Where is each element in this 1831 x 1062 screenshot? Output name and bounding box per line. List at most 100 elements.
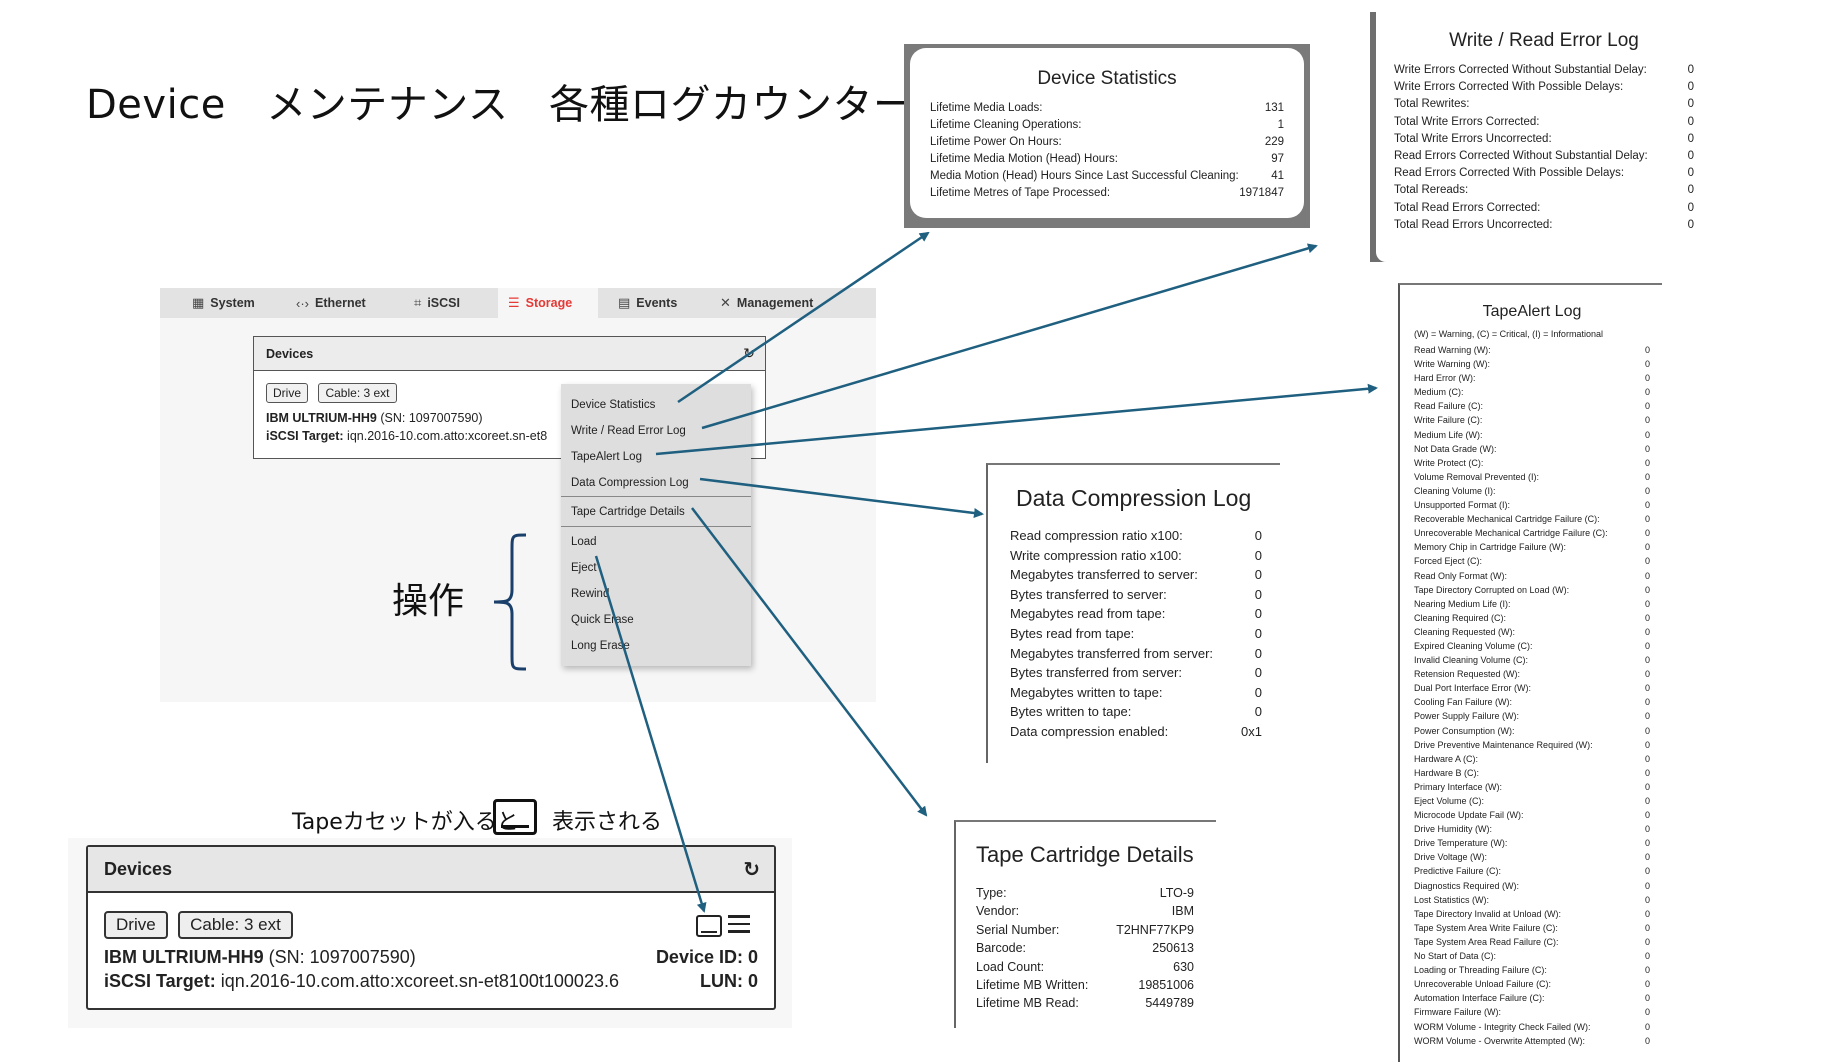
tab-storage[interactable]: ☰ Storage <box>498 288 598 318</box>
tapealert-label: Drive Preventive Maintenance Required (W… <box>1414 739 1593 750</box>
tapealert-row: Forced Eject (C):0 <box>1414 556 1650 570</box>
menu-item-rewind[interactable]: Rewind <box>571 588 610 600</box>
cartridge-label: Lifetime MB Written: <box>976 977 1089 992</box>
stat-row: Lifetime Metres of Tape Processed:197184… <box>930 187 1284 204</box>
cartridge-label: Type: <box>976 886 1007 900</box>
menu-item-long-erase[interactable]: Long Erase <box>571 640 630 652</box>
tab-system-label: System <box>210 296 255 310</box>
data-compression-log-panel: Data Compression Log Read compression ra… <box>986 463 1280 763</box>
error-log-row: Total Read Errors Uncorrected:0 <box>1394 219 1694 236</box>
tapealert-label: Drive Temperature (W): <box>1414 838 1508 849</box>
tapealert-row: Power Supply Failure (W):0 <box>1414 711 1650 725</box>
menu-item-tapealert-log[interactable]: TapeAlert Log <box>571 451 642 463</box>
tapealert-value: 0 <box>1644 471 1650 482</box>
compression-row: Bytes written to tape:0 <box>1010 704 1262 724</box>
stat-value: 41 <box>1271 170 1284 182</box>
devices-card-large-header: Devices ↻ <box>88 847 774 893</box>
compression-value: 0 <box>1254 625 1262 641</box>
tab-iscsi-label: iSCSI <box>427 296 460 310</box>
cable-chip: Cable: 3 ext <box>318 383 397 403</box>
tapealert-row: Medium (C):0 <box>1414 387 1650 401</box>
compression-row: Bytes transferred to server:0 <box>1010 587 1262 607</box>
iscsi-icon: ⌗ <box>414 295 422 310</box>
brace-icon <box>493 533 527 671</box>
tab-ethernet[interactable]: ‹·› Ethernet <box>296 288 366 318</box>
menu-item-eject[interactable]: Eject <box>571 562 597 574</box>
tapealert-label: Read Warning (W): <box>1414 345 1491 355</box>
tapealert-row: Automation Interface Failure (C):0 <box>1414 993 1650 1007</box>
tapealert-row: Recoverable Mechanical Cartridge Failure… <box>1414 514 1650 528</box>
tapealert-value: 0 <box>1644 485 1650 496</box>
write-read-error-log-panel: Write / Read Error Log Write Errors Corr… <box>1370 12 1712 262</box>
cartridge-row: Lifetime MB Read:5449789 <box>976 996 1194 1014</box>
cartridge-row: Barcode:250613 <box>976 941 1194 959</box>
compression-row: Write compression ratio x100:0 <box>1010 548 1262 568</box>
cartridge-label: Vendor: <box>976 904 1020 919</box>
arrow-tape-cartridge-details <box>691 507 928 817</box>
compression-label: Megabytes written to tape: <box>1010 684 1163 700</box>
tapealert-label: Not Data Grade (W): <box>1414 443 1497 454</box>
compression-label: Bytes written to tape: <box>1010 704 1132 720</box>
stat-label: Lifetime Metres of Tape Processed: <box>930 187 1111 199</box>
menu-item-device-statistics[interactable]: Device Statistics <box>571 399 656 411</box>
tab-iscsi[interactable]: ⌗ iSCSI <box>414 288 460 318</box>
compression-row: Megabytes transferred from server:0 <box>1010 646 1262 666</box>
tab-management[interactable]: ✕ Management <box>720 288 813 318</box>
error-log-row: Read Errors Corrected With Possible Dela… <box>1394 167 1694 184</box>
compression-value: 0 <box>1254 586 1262 602</box>
tapealert-label: Cooling Fan Failure (W): <box>1414 697 1513 708</box>
menu-item-tape-cartridge-details[interactable]: Tape Cartridge Details <box>571 506 685 518</box>
cartridge-row: Lifetime MB Written:19851006 <box>976 978 1194 996</box>
tapealert-label: Retension Requested (W): <box>1414 669 1521 680</box>
tab-events[interactable]: ▤ Events <box>618 288 677 318</box>
compression-value: 0 <box>1254 645 1262 661</box>
error-log-label: Total Write Errors Uncorrected: <box>1394 132 1552 145</box>
tapealert-row: Expired Cleaning Volume (C):0 <box>1414 641 1650 655</box>
tapealert-value: 0 <box>1644 640 1650 651</box>
tapealert-row: Tape Directory Invalid at Unload (W):0 <box>1414 909 1650 923</box>
arrow-data-compression-log <box>699 477 984 518</box>
compression-label: Read compression ratio x100: <box>1010 528 1183 543</box>
tab-system[interactable]: ▦ System <box>192 288 255 318</box>
drive-chip: Drive <box>266 383 309 403</box>
menu-item-data-compression-log[interactable]: Data Compression Log <box>571 477 689 489</box>
stat-row: Media Motion (Head) Hours Since Last Suc… <box>930 170 1284 187</box>
tapealert-row: Cleaning Volume (I):0 <box>1414 486 1650 500</box>
menu-item-write-read-error-log[interactable]: Write / Read Error Log <box>571 425 686 437</box>
compression-label: Bytes read from tape: <box>1010 625 1135 641</box>
tapealert-row: Drive Temperature (W):0 <box>1414 838 1650 852</box>
page-title: Device メンテナンス 各種ログカウンター <box>86 82 914 128</box>
tapealert-value: 0 <box>1644 866 1650 877</box>
arrow-tapealert-log <box>655 383 1378 456</box>
tapealert-row: WORM Volume - Integrity Check Failed (W)… <box>1414 1022 1650 1036</box>
tapealert-label: Tape System Area Read Failure (C): <box>1414 936 1559 947</box>
error-log-row: Total Rewrites:0 <box>1394 98 1694 115</box>
error-log-value: 0 <box>1687 98 1694 111</box>
tapealert-row: Write Warning (W):0 <box>1414 359 1650 373</box>
tapealert-value: 0 <box>1644 457 1650 468</box>
tapealert-log-panel: TapeAlert Log (W) = Warning, (C) = Criti… <box>1398 283 1662 1062</box>
compression-label: Bytes transferred from server: <box>1010 665 1182 681</box>
tapealert-label: Invalid Cleaning Volume (C): <box>1414 655 1529 666</box>
tab-events-label: Events <box>636 296 678 310</box>
tapealert-row: Unsupported Format (I):0 <box>1414 500 1650 514</box>
tapealert-value: 0 <box>1644 951 1650 962</box>
tape-cassette-icon[interactable] <box>696 915 722 937</box>
tapealert-label: Medium Life (W): <box>1414 429 1483 440</box>
menu-icon[interactable] <box>728 915 750 933</box>
tapealert-label: Tape Directory Invalid at Unload (W): <box>1414 908 1562 919</box>
refresh-icon[interactable]: ↻ <box>743 859 760 881</box>
menu-item-quick-erase[interactable]: Quick Erase <box>571 614 634 626</box>
drive-chip: Drive <box>104 911 168 939</box>
management-icon: ✕ <box>720 295 731 310</box>
cartridge-label: Serial Number: <box>976 922 1060 937</box>
tapealert-label: Microcode Update Fail (W): <box>1414 810 1524 821</box>
tapealert-value: 0 <box>1644 880 1650 891</box>
menu-item-load[interactable]: Load <box>571 536 597 548</box>
tapealert-label: Primary Interface (W): <box>1414 781 1503 792</box>
compression-row: Megabytes read from tape:0 <box>1010 606 1262 626</box>
tapealert-label: Nearing Medium Life (I): <box>1414 598 1511 609</box>
tab-management-label: Management <box>736 296 814 310</box>
tapealert-label: Cleaning Requested (W): <box>1414 626 1516 637</box>
